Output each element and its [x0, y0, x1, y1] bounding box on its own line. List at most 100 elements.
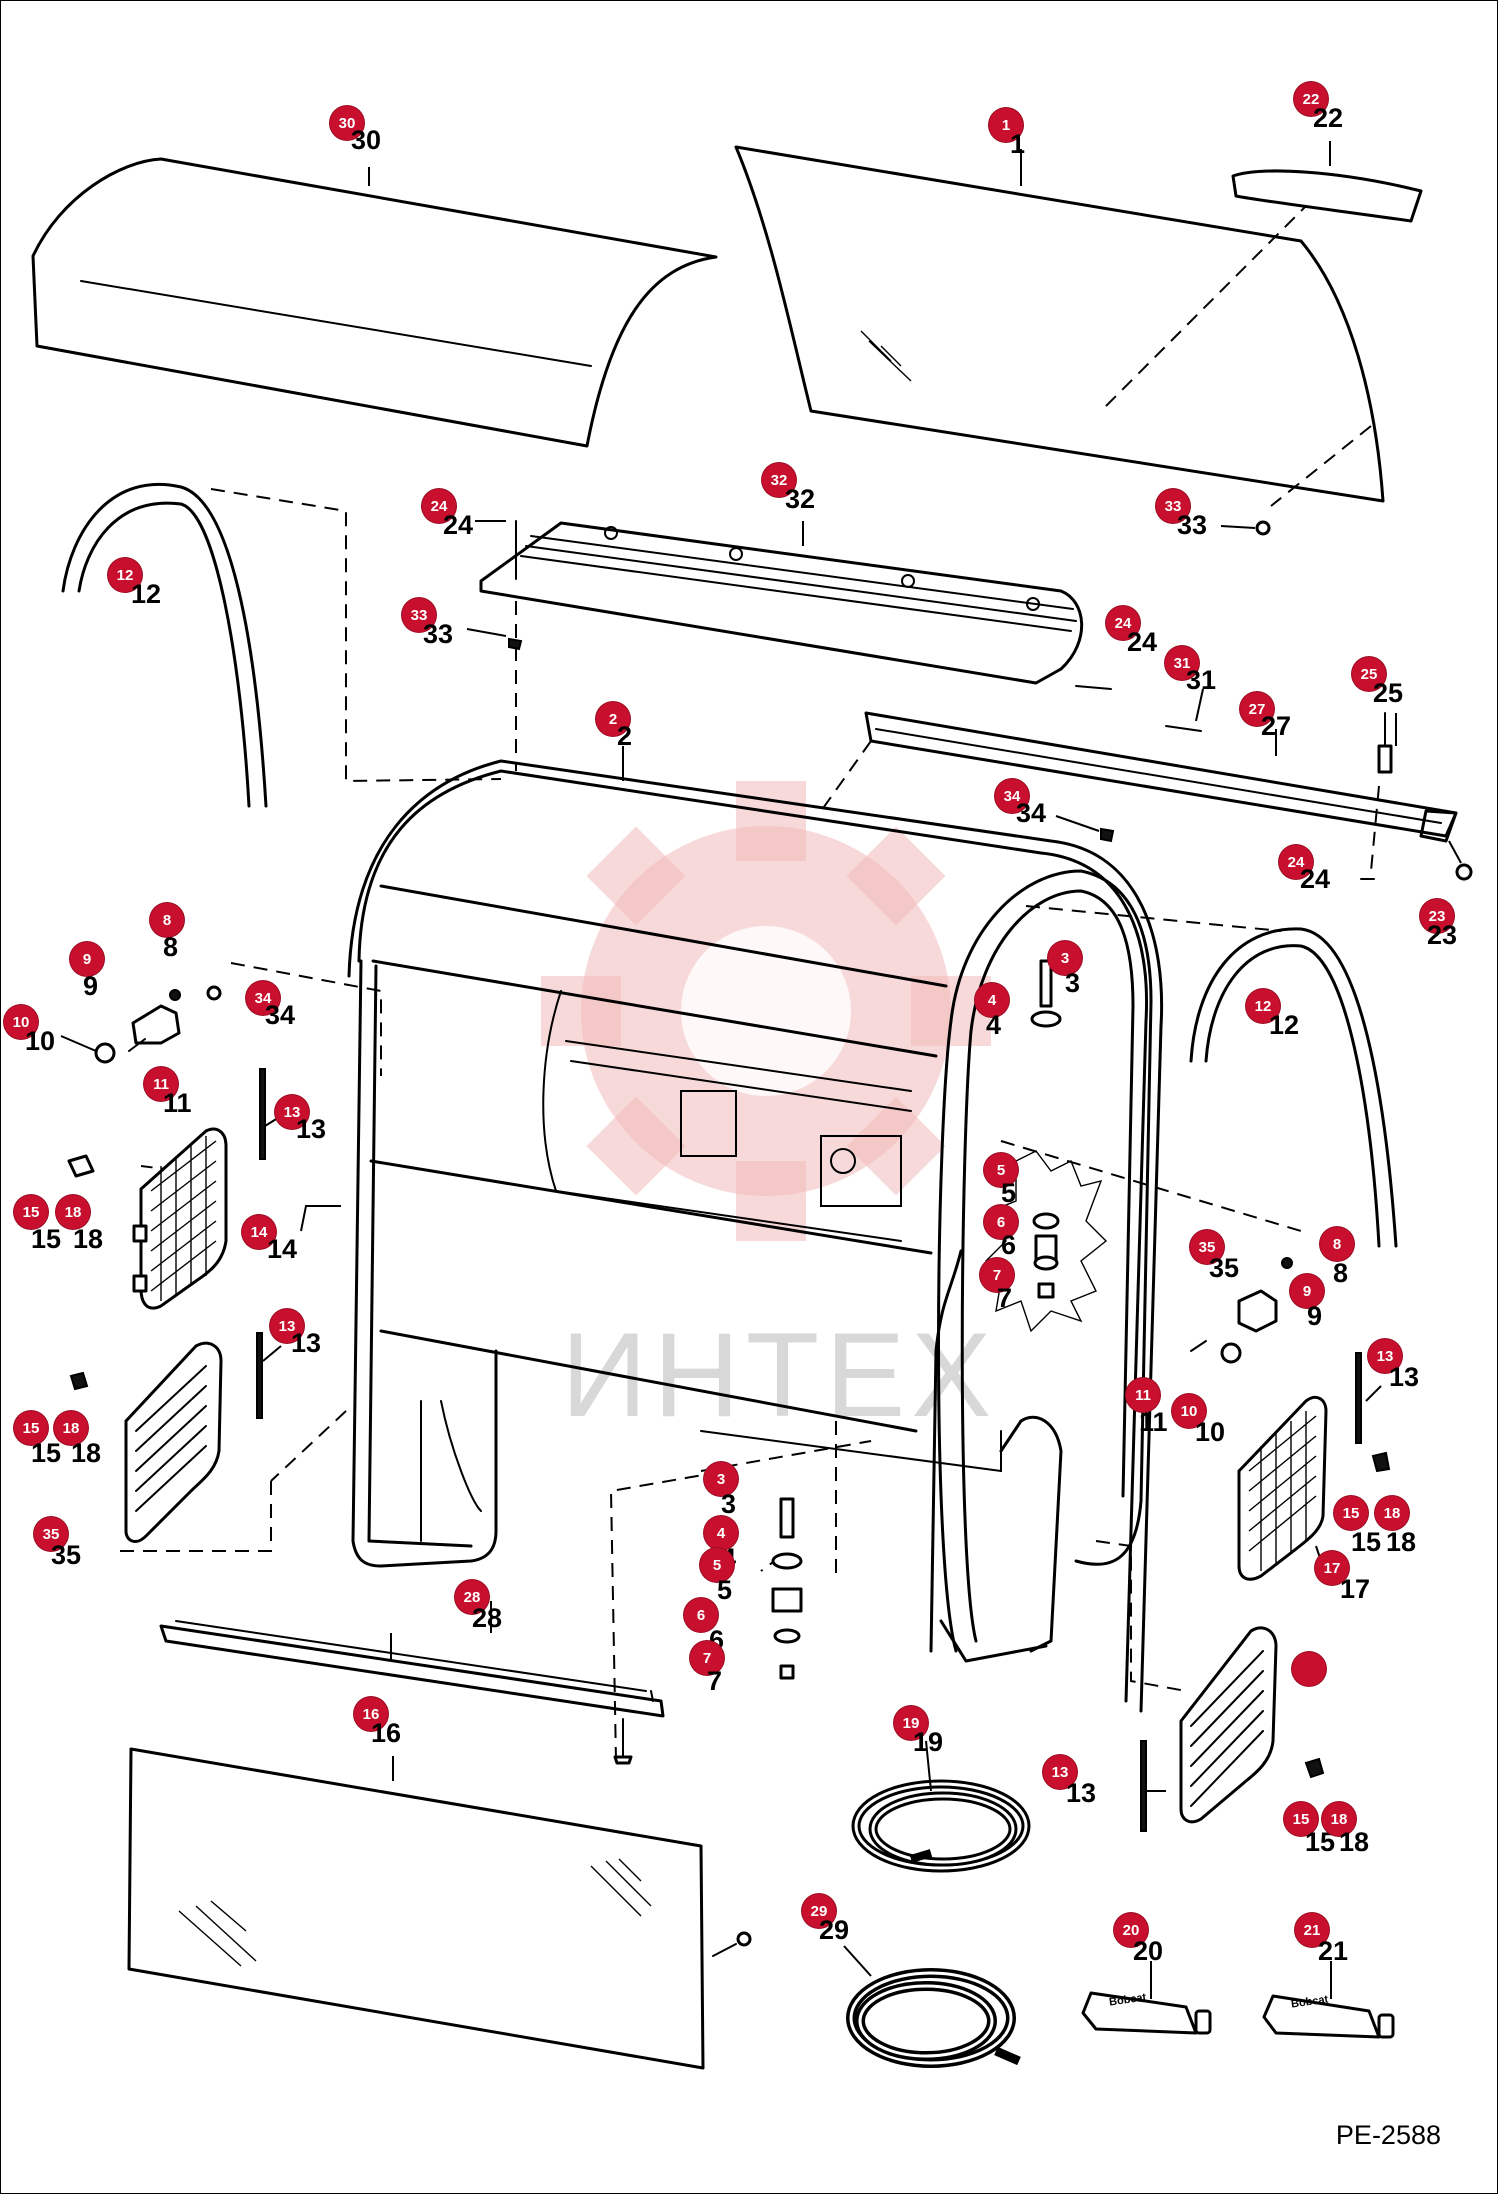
callout-number: 1: [1010, 129, 1026, 159]
callout-number: 7: [997, 1283, 1013, 1313]
callout-badge: 25: [1352, 657, 1386, 691]
cab-frame-2: [357, 769, 1149, 1703]
callout-badge: 24: [422, 489, 456, 523]
callout-badge: 13: [1368, 1339, 1402, 1373]
callout-badge: 30: [330, 106, 364, 140]
callout-badge: 35: [1190, 1230, 1224, 1264]
page-code: PE-2588: [1335, 2120, 1441, 2150]
callout-number: 35: [51, 1540, 82, 1570]
callout-number: 13: [1066, 1778, 1097, 1808]
callout-badge: 5: [984, 1153, 1018, 1187]
callout-number: 3: [721, 1489, 737, 1519]
callout-number: 18: [71, 1438, 102, 1468]
seal-coil-19: [851, 1779, 1031, 1873]
callout-badge: 11: [1126, 1378, 1160, 1412]
seal-coil-30: [846, 1968, 1021, 2068]
roof-panel-31: [479, 521, 1084, 685]
callout-number: 18: [1386, 1527, 1417, 1557]
callout-number: 6: [1001, 1230, 1017, 1260]
callout-badge: 27: [1240, 692, 1274, 726]
callout-badge: 15: [14, 1195, 48, 1229]
callout-number: 15: [31, 1438, 62, 1468]
seal-12-right: [1189, 927, 1398, 1248]
callout-number: 34: [265, 1000, 296, 1030]
callout-badge: 35: [34, 1517, 68, 1551]
callout-number: 2: [617, 721, 633, 751]
callout-number: 11: [1139, 1407, 1168, 1437]
callout-number: 22: [1313, 103, 1344, 133]
callout-badge: 28: [455, 1580, 489, 1614]
callout-badge: 34: [995, 779, 1029, 813]
callout-number: 18: [73, 1224, 104, 1254]
callout-number: 16: [371, 1718, 402, 1748]
callout-number: 5: [1001, 1178, 1017, 1208]
callout-badge: [1292, 1652, 1326, 1686]
callout-badge: 24: [1106, 606, 1140, 640]
seal-12-left: [61, 482, 268, 808]
top-window-1: [734, 145, 1385, 503]
callout-number: 29: [819, 1915, 850, 1945]
callout-badge: 3: [1048, 941, 1082, 975]
adhesive-tube-20: [1081, 1991, 1212, 2035]
callout-number: 4: [986, 1010, 1002, 1040]
callout-number: 18: [1339, 1827, 1370, 1857]
callout-number: 19: [913, 1727, 944, 1757]
callout-number: 28: [472, 1603, 503, 1633]
callout-badge: 8: [150, 903, 184, 937]
callout-badge: 16: [354, 1697, 388, 1731]
callout-number: 14: [267, 1234, 298, 1264]
callout-badge: 19: [894, 1706, 928, 1740]
callout-number: 24: [1127, 627, 1158, 657]
callout-number: 35: [1209, 1253, 1240, 1283]
callout-badge: 8: [1320, 1227, 1354, 1261]
callout-number: 24: [1300, 864, 1331, 894]
callout-number: 11: [163, 1088, 192, 1118]
callout-number: 3: [1065, 968, 1081, 998]
callout-badge: 15: [1334, 1496, 1368, 1530]
callout-badge: 7: [980, 1258, 1014, 1292]
pad-22: [1231, 169, 1423, 223]
callout-number: 10: [25, 1026, 56, 1056]
watermark-text: ИНТЕХ: [561, 1308, 997, 1442]
callout-badge: 10: [4, 1005, 38, 1039]
callout-number: 15: [31, 1224, 62, 1254]
callout-number: 17: [1340, 1574, 1371, 1604]
callout-number: 13: [291, 1328, 322, 1358]
callout-badge: 7: [690, 1641, 724, 1675]
callout-badge: 22: [1294, 82, 1328, 116]
callout-badge: 31: [1165, 646, 1199, 680]
callout-badge: 20: [1114, 1913, 1148, 1947]
callout-badge: 12: [108, 558, 142, 592]
callout-badge: 21: [1295, 1913, 1329, 1947]
callout-badge: 32: [762, 463, 796, 497]
callout-number: 20: [1133, 1936, 1164, 1966]
callout-badge: 3: [704, 1462, 738, 1496]
cutaway-burst: [985, 1150, 1108, 1333]
watermark-logo: ИНТЕХ: [541, 781, 997, 1442]
callout-badge: 12: [1246, 989, 1280, 1023]
callout-badge: 4: [704, 1516, 738, 1550]
callout-badge: 13: [275, 1095, 309, 1129]
callout-badge: 33: [402, 598, 436, 632]
callout-number: 10: [1195, 1417, 1226, 1447]
callout-number: 13: [296, 1114, 327, 1144]
callout-badge: 15: [1284, 1802, 1318, 1836]
callout-badge: 4: [975, 983, 1009, 1017]
louver-35-right: [1179, 1626, 1278, 1824]
front-glass-16: [127, 1747, 705, 2070]
roof-cover-26: [31, 157, 718, 448]
adhesive-tube-21: [1262, 1994, 1395, 2039]
callout-number: 23: [1427, 920, 1458, 950]
callout-badge: 6: [684, 1598, 718, 1632]
vent-grille-14: [139, 1127, 228, 1310]
callout-number: 9: [1307, 1301, 1323, 1331]
callout-badge: 5: [700, 1548, 734, 1582]
rail-28: [159, 1624, 665, 1718]
callout-badge: 18: [1375, 1496, 1409, 1530]
callout-number: 21: [1318, 1936, 1349, 1966]
callout-number: 15: [1351, 1527, 1382, 1557]
callout-badge: 29: [802, 1894, 836, 1928]
callout-badge: 14: [242, 1215, 276, 1249]
